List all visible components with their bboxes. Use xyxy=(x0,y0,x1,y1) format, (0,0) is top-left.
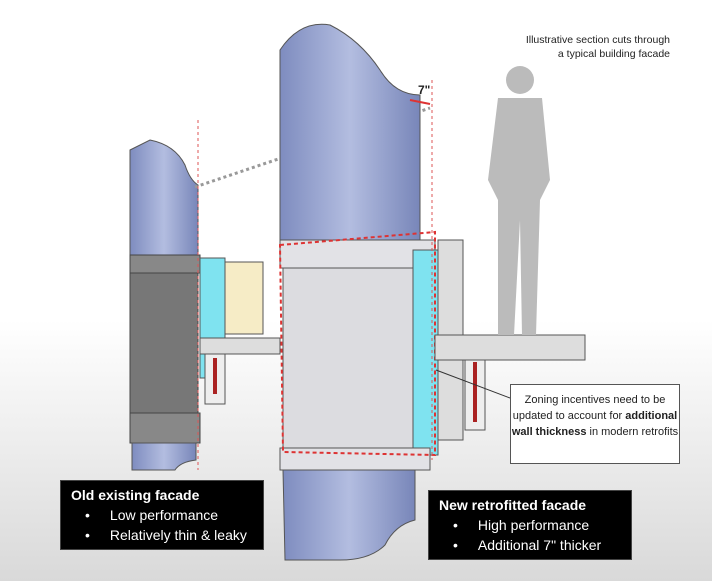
callout-text: Zoning incentives need to be updated to … xyxy=(512,394,666,422)
new-facade-label: New retrofitted facade High performanceA… xyxy=(428,490,632,560)
callout-bold: additional wall thickness xyxy=(511,410,678,438)
bullet: High performance xyxy=(453,515,621,535)
dimension-label: 7" xyxy=(418,83,431,97)
caption: Illustrative section cuts through a typi… xyxy=(526,33,670,61)
new-facade xyxy=(278,23,586,561)
callout-leader xyxy=(435,369,511,399)
old-facade-title: Old existing facade xyxy=(71,487,200,503)
bullet: Additional 7" thicker xyxy=(453,535,621,555)
callout-text-end: in modern retrofits xyxy=(586,426,679,438)
bullet: Low performance xyxy=(85,505,253,525)
caption-line-2: a typical building facade xyxy=(557,48,670,60)
zoning-callout: Zoning incentives need to be updated to … xyxy=(510,384,680,464)
new-facade-title: New retrofitted facade xyxy=(439,497,587,513)
old-facade-label: Old existing facade Low performanceRelat… xyxy=(60,480,264,550)
person-silhouette xyxy=(488,66,550,335)
bullet: Relatively thin & leaky xyxy=(85,525,253,545)
caption-line-1: Illustrative section cuts through xyxy=(525,34,670,46)
old-facade xyxy=(129,139,281,471)
